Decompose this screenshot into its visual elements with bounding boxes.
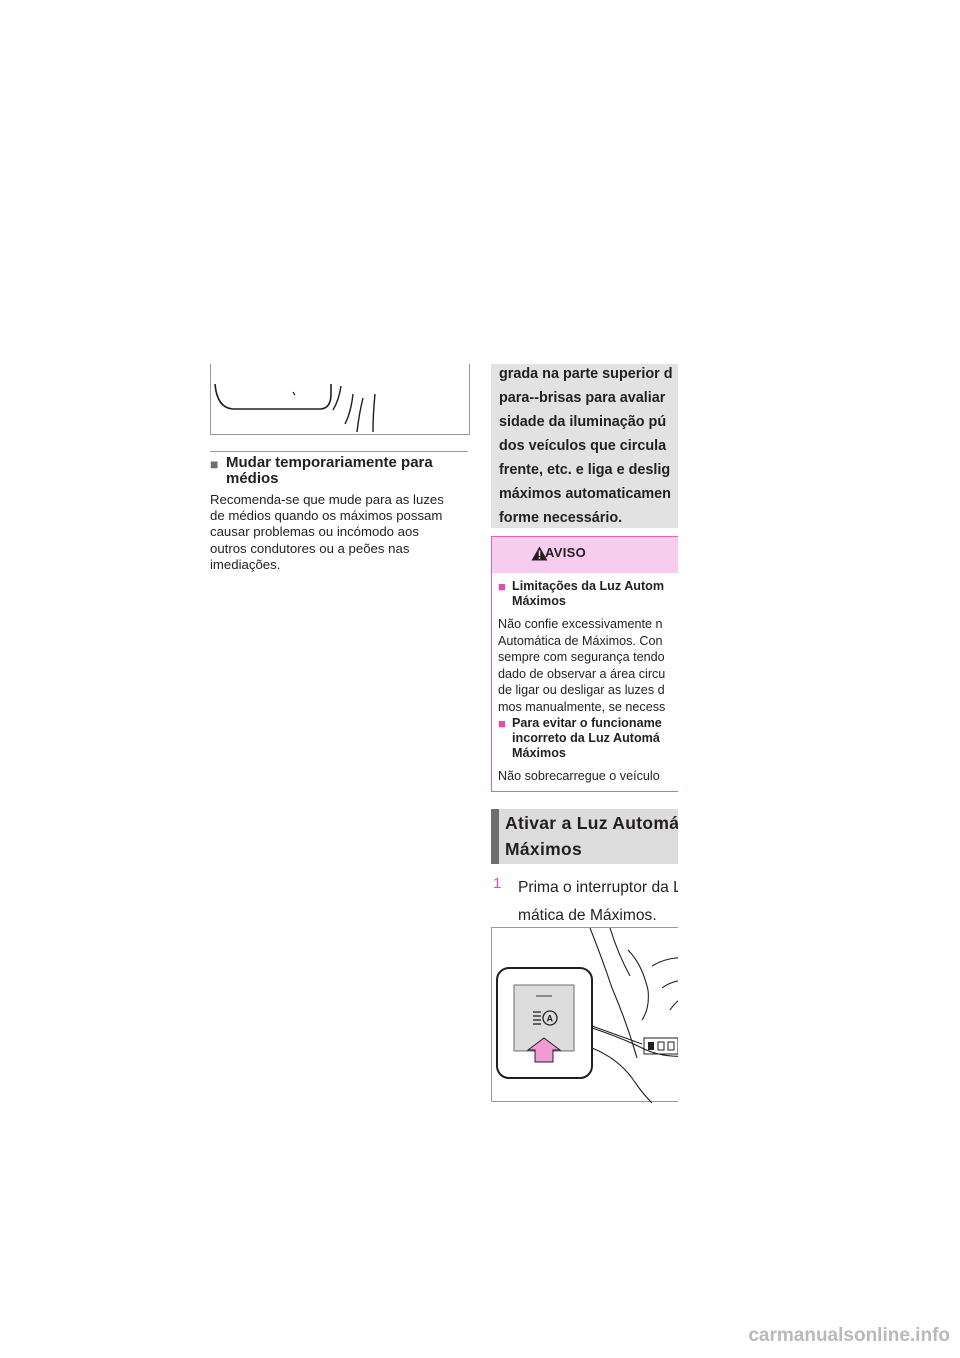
intro-line: máximos automaticamen: [499, 486, 671, 502]
section-heading-line-2: médios: [226, 470, 279, 487]
warning-body-1: Não confie excessivamente n Automática d…: [498, 616, 665, 716]
switch-illustration: A: [491, 927, 678, 1103]
illustration-top-left: [210, 364, 470, 435]
svg-text:A: A: [547, 1014, 554, 1024]
warning-body-2: Não sobrecarregue o veículo: [498, 768, 660, 785]
intro-line: sidade da iluminação pú: [499, 414, 667, 430]
heading-bar: [491, 809, 499, 864]
body-line: causar problemas ou incómodo aos: [210, 524, 419, 540]
square-bullet-icon: ■: [498, 716, 506, 731]
warning-line: dado de observar a área circu: [498, 666, 666, 681]
square-bullet-icon: ■: [210, 456, 219, 472]
warning-line: mos manualmente, se necess: [498, 699, 666, 714]
section-divider: [210, 451, 468, 452]
watermark: carmanualsonline.info: [650, 1325, 950, 1349]
intro-line: para--brisas para avaliar: [499, 390, 666, 406]
auto-high-beam-symbol-icon: A: [533, 1010, 558, 1026]
step-number: 1: [493, 875, 502, 892]
section-heading-line-1: Mudar temporariamente para: [226, 454, 433, 471]
section-heading: ■ Mudar temporariamente para médios: [210, 455, 468, 487]
step-line: mática de Máximos.: [518, 907, 657, 924]
body-line: imediações.: [210, 556, 281, 572]
section-body-text: Recomenda-se que mude para as luzes de m…: [210, 492, 472, 573]
square-bullet-icon: ■: [498, 579, 506, 594]
warning-subheading-line: incorreto da Luz Automá: [512, 731, 660, 745]
warning-header: AVISO: [492, 537, 678, 573]
warning-line: sempre com segurança tendo: [498, 650, 665, 665]
section-heading-ativar: Ativar a Luz Automát Máximos: [491, 809, 678, 864]
warning-subheading-line: Máximos: [512, 746, 566, 760]
warning-line: Automática de Máximos. Con: [498, 633, 663, 648]
warning-subheading-1: ■ Limitações da Luz Autom Máximos: [498, 579, 664, 609]
intro-callout: grada na parte superior d para--brisas p…: [491, 364, 678, 528]
intro-line: dos veículos que circula: [499, 438, 667, 454]
intro-line: forme necessário.: [499, 510, 623, 526]
heading-line-2: Máximos: [505, 839, 582, 859]
step-text: Prima o interruptor da L mática de Máxim…: [518, 874, 678, 930]
heading-line-1: Ativar a Luz Automát: [505, 813, 678, 833]
intro-line: frente, etc. e liga e deslig: [499, 462, 671, 478]
step-line: Prima o interruptor da L: [518, 879, 678, 896]
watermark-text: carmanualsonline.info: [748, 1325, 950, 1346]
warning-line: Não sobrecarregue o veículo: [498, 769, 660, 783]
warning-triangle-icon: [531, 546, 548, 561]
body-line: de médios quando os máximos possam: [210, 508, 443, 524]
auto-high-beam-switch-illustration: A: [496, 928, 678, 1103]
intro-text: para--brisas para avaliar sidade da ilum…: [499, 386, 678, 530]
intro-line: grada na parte superior d: [499, 366, 673, 382]
body-line: Recomenda-se que mude para as luzes: [210, 492, 444, 507]
warning-subheading-line: Máximos: [512, 594, 566, 608]
warning-subheading-2: ■ Para evitar o funcioname incorreto da …: [498, 716, 662, 761]
warning-line: Não confie excessivamente n: [498, 617, 663, 631]
warning-subheading-line: Limitações da Luz Autom: [512, 579, 665, 593]
warning-box: AVISO ■ Limitações da Luz Autom Máximos …: [491, 536, 678, 792]
warning-label: AVISO: [545, 545, 586, 560]
warning-line: de ligar ou desligar as luzes d: [498, 683, 665, 698]
steering-sketch-illustration: [214, 383, 376, 433]
right-column: grada na parte superior d para--brisas p…: [491, 364, 678, 1164]
body-line: outros condutores ou a peões nas: [210, 540, 410, 556]
warning-subheading-line: Para evitar o funcioname: [512, 716, 662, 730]
press-arrow-icon: [526, 1037, 562, 1063]
